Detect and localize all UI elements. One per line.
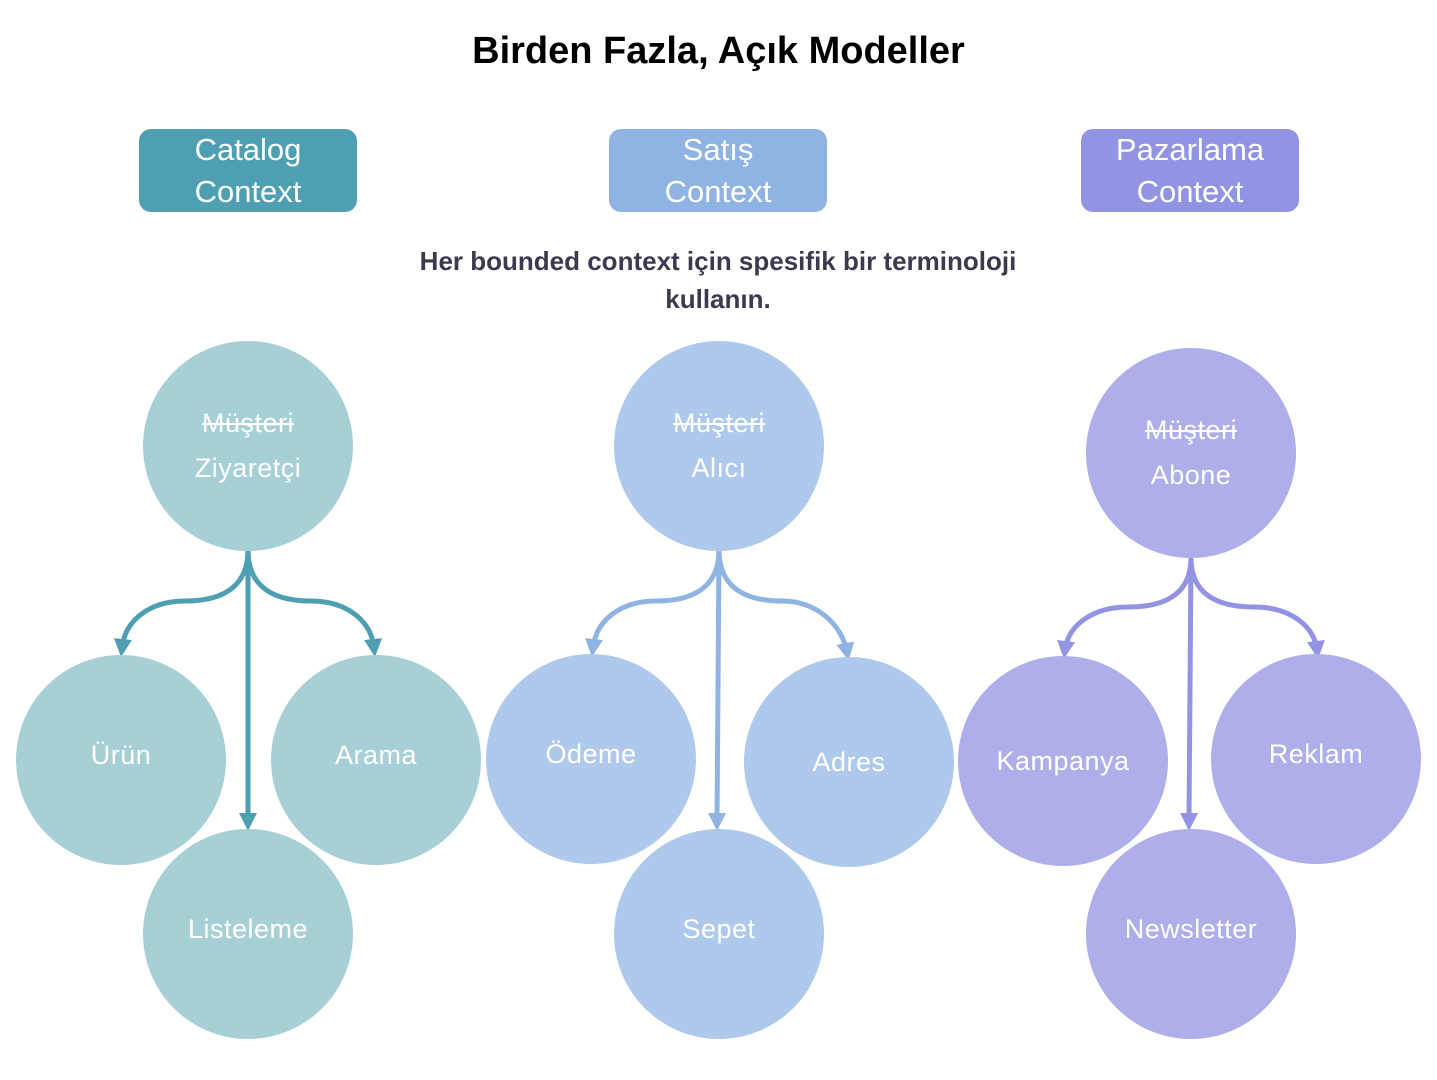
pazarlama-child-label: Reklam	[1268, 738, 1364, 769]
catalog-child-label: Arama	[334, 739, 418, 770]
satis-context-label-line1: Satış	[682, 131, 754, 167]
satis-term: Alıcı	[691, 453, 747, 483]
pazarlama-term-node: Müşteri Abone	[1086, 348, 1296, 558]
satis-child-node: Adres	[744, 657, 954, 867]
catalog-context-box: Catalog Context	[139, 129, 357, 212]
pazarlama-context-label-line1: Pazarlama	[1115, 131, 1265, 167]
page-title: Birden Fazla, Açık Modeller	[472, 30, 965, 72]
satis-arrow-left	[585, 549, 722, 657]
catalog-term-node: Müşteri Ziyaretçi	[143, 341, 353, 551]
satis-context-box: Satış Context	[609, 129, 827, 212]
satis-context-label-line2: Context	[664, 173, 772, 209]
catalog-term: Ziyaretçi	[194, 453, 302, 483]
pazarlama-arrow-right	[1188, 557, 1325, 659]
pazarlama-child-node: Newsletter	[1086, 829, 1296, 1039]
pazarlama-term: Abone	[1150, 460, 1232, 490]
satis-child-node: Ödeme	[486, 654, 696, 864]
pazarlama-arrow-left	[1057, 557, 1194, 659]
pazarlama-arrow-down	[1180, 557, 1199, 831]
catalog-child-label: Listeleme	[187, 913, 309, 944]
catalog-child-node: Listeleme	[143, 829, 353, 1039]
pazarlama-context-label-line2: Context	[1136, 173, 1244, 209]
satis-term-node: Müşteri Alıcı	[614, 341, 824, 551]
satis-struck-term: Müşteri	[672, 408, 765, 438]
pazarlama-child-node: Reklam	[1211, 654, 1421, 864]
satis-child-node: Sepet	[614, 829, 824, 1039]
catalog-child-node: Ürün	[16, 655, 226, 865]
catalog-struck-term: Müşteri	[201, 408, 294, 438]
satis-arrow-right	[716, 549, 855, 661]
catalog-arrow-left	[114, 549, 251, 657]
satis-arrow-down	[708, 549, 727, 831]
catalog-arrow-right	[245, 549, 382, 657]
catalog-context-label-line1: Catalog	[194, 131, 302, 167]
pazarlama-context-box: Pazarlama Context	[1081, 129, 1299, 212]
catalog-child-label: Ürün	[90, 739, 152, 770]
subtitle: Her bounded context için spesifik bir te…	[419, 246, 1017, 314]
pazarlama-child-label: Newsletter	[1124, 913, 1258, 944]
pazarlama-struck-term: Müşteri	[1144, 415, 1237, 445]
pazarlama-child-label: Kampanya	[996, 745, 1130, 776]
catalog-child-node: Arama	[271, 655, 481, 865]
satis-child-label: Ödeme	[545, 738, 637, 769]
satis-child-label: Sepet	[682, 913, 756, 944]
pazarlama-child-node: Kampanya	[958, 656, 1168, 866]
satis-child-label: Adres	[812, 746, 886, 777]
catalog-context-label-line2: Context	[194, 173, 302, 209]
